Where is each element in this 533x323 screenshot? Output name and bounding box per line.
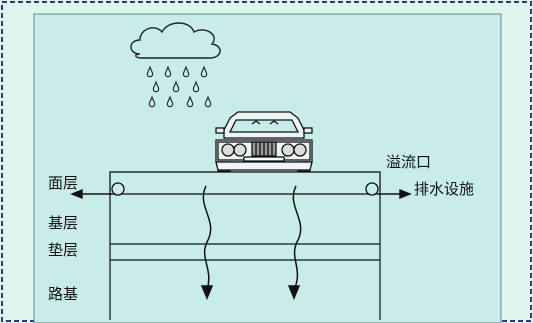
rain-drop-icon xyxy=(200,65,208,78)
label-cushion-layer: 垫层 xyxy=(48,241,79,259)
label-overflow-outlet: 溢流口 xyxy=(386,153,432,171)
water-flow-arrow-icon xyxy=(200,185,214,300)
rain-drop-icon xyxy=(192,80,200,93)
rain-drop-icon xyxy=(204,95,212,108)
rain-drop-icon xyxy=(186,95,194,108)
rain-drop-icon xyxy=(172,80,180,93)
drainage-arrow-left xyxy=(70,188,112,200)
label-base-layer: 基层 xyxy=(48,214,79,232)
drainage-arrow-right xyxy=(378,188,412,200)
label-surface-layer: 面层 xyxy=(48,174,79,192)
label-drainage-facility: 排水设施 xyxy=(414,180,475,198)
outlet-circle-icon xyxy=(365,182,379,196)
rain-drop-icon xyxy=(182,65,190,78)
rain-drop-icon xyxy=(148,95,156,108)
outlet-circle-icon xyxy=(111,182,125,196)
road-surface-slab xyxy=(109,171,381,195)
rain-drop-icon xyxy=(166,95,174,108)
pavement-layers xyxy=(109,194,381,320)
rain-drop-icon xyxy=(146,65,154,78)
water-flow-arrow-icon xyxy=(287,185,302,300)
rain-drop-icon xyxy=(164,65,172,78)
rain-drop-icon xyxy=(152,80,160,93)
cloud-icon xyxy=(130,22,221,59)
car-icon xyxy=(215,111,313,173)
rain-drops xyxy=(146,65,212,108)
label-subgrade: 路基 xyxy=(48,285,79,303)
